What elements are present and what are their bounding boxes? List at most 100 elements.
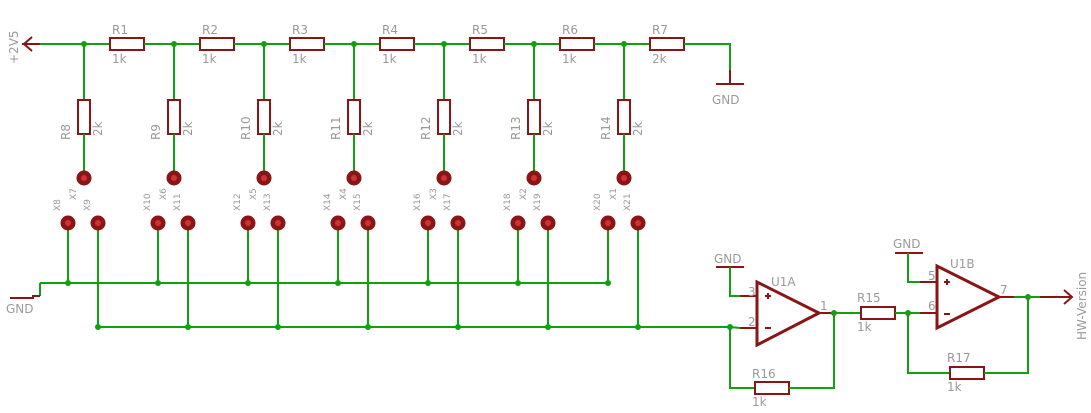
resistor-r5: R5 1k: [444, 23, 534, 66]
resistor-r3: R3 1k: [264, 23, 354, 66]
jumper-label: X15: [353, 193, 363, 211]
resistor-name: R10: [239, 116, 253, 140]
u1a-ground: [716, 266, 744, 297]
jumper-pair: X12 X13: [233, 193, 286, 330]
resistor-name: R5: [472, 23, 488, 37]
resistor-value: 2k: [271, 121, 285, 136]
jumper-label: X17: [443, 193, 453, 211]
r15-name: R15: [857, 291, 881, 305]
jumper-label: X10: [143, 193, 153, 211]
r16-value: 1k: [752, 395, 767, 409]
resistor-r7: R7 2k: [624, 23, 685, 66]
output-label: HW-Version: [1075, 272, 1089, 340]
u1a-pin-minus: 2: [748, 315, 756, 329]
resistor-value: 1k: [472, 52, 487, 66]
r7-gnd-label: GND: [712, 93, 740, 107]
resistor-r1: R1 1k: [84, 23, 174, 66]
resistor-name: R7: [652, 23, 668, 37]
resistor-name: R3: [292, 23, 308, 37]
jumper-label: X16: [413, 193, 423, 211]
u1b-feedback: [905, 294, 1031, 380]
resistor-name: R4: [382, 23, 398, 37]
resistor-name: R13: [509, 116, 523, 140]
resistor-value: 1k: [112, 52, 127, 66]
resistor-name: R8: [59, 124, 73, 140]
jumper-label: X20: [593, 193, 603, 211]
resistor-value: 2k: [541, 121, 555, 136]
u1b-gnd-label: GND: [893, 237, 921, 251]
resistor-name: R12: [419, 116, 433, 140]
jumper-label: X1: [609, 188, 619, 200]
u1b-pin-plus: 5: [928, 269, 936, 283]
jumper-label: X19: [533, 193, 543, 211]
r15-value: 1k: [857, 320, 872, 334]
resistor-value: 2k: [361, 121, 375, 136]
jumper-label: X11: [173, 193, 183, 211]
jumper-label: X3: [429, 188, 439, 200]
jumper-label: X14: [323, 193, 333, 211]
u1b-ground: [895, 252, 923, 283]
u1b-pin-minus: 6: [928, 299, 936, 313]
resistor-value: 2k: [181, 121, 195, 136]
resistor-value: 1k: [292, 52, 307, 66]
u1b-pin-out: 7: [1000, 283, 1008, 297]
resistor-value: 2k: [91, 121, 105, 136]
resistor-name: R2: [202, 23, 218, 37]
jumper-label: X4: [339, 188, 349, 200]
jumper-label: X21: [623, 193, 633, 211]
resistor-name: R1: [112, 23, 128, 37]
supply-label: +2V5: [7, 30, 21, 64]
resistor-r4: R4 1k: [354, 23, 444, 66]
jumper-label: X9: [83, 199, 93, 211]
jumper-pair: X16 X17: [413, 193, 466, 330]
resistor-value: 2k: [451, 121, 465, 136]
ground-bus-label: GND: [6, 302, 34, 316]
jumper-pairs: X8 X9 X10 X11 X12 X13 X14 X15 X16 X17 X18 X19 X20 X21: [53, 193, 646, 330]
jumper-label: X8: [53, 199, 63, 211]
resistor-value: 2k: [652, 52, 667, 66]
resistor-name: R14: [599, 116, 613, 140]
u1a-feedback: [727, 310, 837, 395]
jumper-label: X7: [69, 188, 79, 200]
u1a-name: U1A: [771, 275, 796, 289]
jumper-pair: X14 X15: [323, 193, 376, 330]
resistor-value: 2k: [631, 121, 645, 136]
jumper-label: X2: [519, 188, 529, 200]
r17-name: R17: [947, 351, 971, 365]
resistor-value: 1k: [382, 52, 397, 66]
r17-value: 1k: [947, 380, 962, 394]
u1a-gnd-label: GND: [714, 252, 742, 266]
jumper-pair: X18 X19: [503, 193, 556, 330]
opamp-u1b: [920, 263, 1014, 331]
u1a-pin-plus: 3: [748, 285, 756, 299]
resistor-value: 1k: [562, 52, 577, 66]
u1b-name: U1B: [950, 257, 975, 271]
jumper-label: X13: [263, 193, 273, 211]
jumper-pair: X20 X21: [593, 193, 646, 330]
jumper-label: X6: [159, 188, 169, 200]
resistor-name: R11: [329, 116, 343, 140]
jumper-label: X12: [233, 193, 243, 211]
jumper-label: X5: [249, 188, 259, 200]
jumper-pair: X8 X9: [53, 199, 106, 330]
r7-ground-symbol: [684, 43, 744, 85]
r16-name: R16: [752, 367, 776, 381]
jumper-pair: X10 X11: [143, 193, 196, 330]
output-arrow: [1014, 289, 1074, 305]
r15-resistor: [834, 306, 908, 320]
jumper-label: X18: [503, 193, 513, 211]
resistor-name: R9: [149, 124, 163, 140]
ground-bus: [10, 282, 608, 299]
